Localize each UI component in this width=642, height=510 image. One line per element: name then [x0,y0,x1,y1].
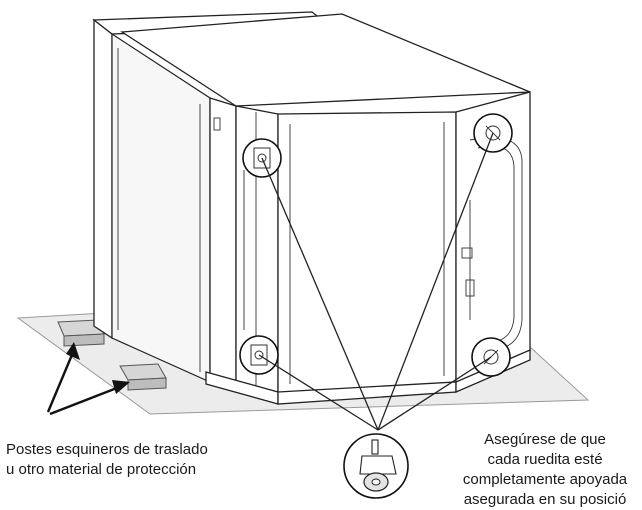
caster-note-line-4: asegurada en su posició [463,491,627,508]
corner-post-rear [119,363,167,391]
corner-posts-caption: Postes esquineros de traslado u otro mat… [6,440,306,480]
corner-post-arrows [46,342,130,416]
caster-note-caption: Asegúrese de que cada ruedita esté compl… [430,430,642,510]
corner-posts-caption-line-1: Postes esquineros de traslado [6,441,208,458]
caster-leader-lines [258,132,494,431]
caster-note-line-3: completamente apoyada [462,471,628,488]
tub-back-face [277,111,457,397]
corner-posts-caption-line-2: u otro material de protección [6,461,197,478]
caster-wheel-detail [343,433,409,499]
caster-note-line-2: cada ruedita esté [487,451,603,468]
side-panel-left [209,97,279,397]
caster-note-line-1: Asegúrese de que [484,431,606,448]
